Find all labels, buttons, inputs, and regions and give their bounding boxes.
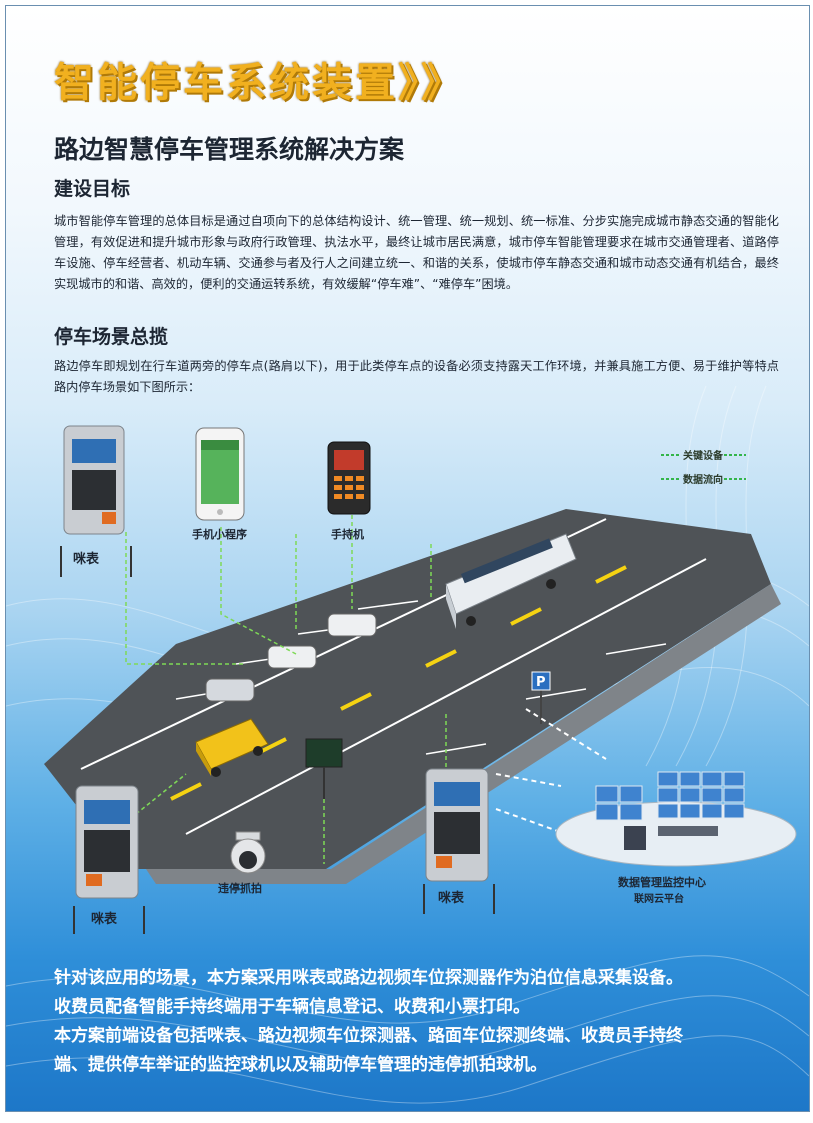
label-center: 数据管理监控中心: [618, 875, 706, 889]
label-meter-top: 咪表: [73, 551, 100, 567]
data-flow-arrows: [495, 708, 607, 835]
label-app: 手机小程序: [192, 527, 247, 541]
summary-line: 本方案前端设备包括咪表、路边视频车位探测器、路面车位探测终端、收费员手持终: [54, 1026, 683, 1046]
label-handheld: 手持机: [331, 527, 364, 541]
summary-line: 收费员配备智能手持终端用于车辆信息登记、收费和小票打印。: [54, 997, 530, 1017]
parking-scene-diagram: P: [44, 425, 797, 934]
monitoring-center-icon: [555, 771, 797, 867]
handheld-terminal-icon: [327, 441, 371, 515]
svg-text:P: P: [536, 675, 546, 690]
parking-meter-left: [73, 785, 145, 934]
label-meter-right: 咪表: [438, 890, 465, 906]
parking-meter-right: [423, 768, 495, 914]
section-paragraph-overview: 路边停车即规划在行车道两旁的停车点(路肩以下)，用于此类停车点的设备必须支持露天…: [54, 359, 779, 394]
roadside-display: [305, 738, 343, 799]
label-camera: 违停抓拍: [218, 881, 262, 895]
summary-text: 针对该应用的场景，本方案采用咪表或路边视频车位探测器作为泊位信息采集设备。 收费…: [54, 964, 804, 1080]
section-paragraph-goals: 城市智能停车管理的总体目标是通过自项向下的总体结构设计、统一管理、统一规划、统一…: [54, 214, 779, 291]
road-surface: [44, 509, 771, 869]
legend-item-dataflow: 数据流向: [683, 473, 723, 486]
label-meter-left: 咪表: [91, 911, 118, 927]
bus: [445, 533, 577, 629]
phone-icon: [195, 427, 245, 521]
summary-line: 针对该应用的场景，本方案采用咪表或路边视频车位探测器作为泊位信息采集设备。: [54, 968, 683, 988]
dome-camera-icon: [230, 831, 266, 874]
ambulance: [195, 718, 269, 777]
sub-title: 路边智慧停车管理系统解决方案: [54, 135, 405, 164]
parked-cars: [205, 613, 377, 702]
parking-meter-top: [60, 425, 132, 577]
section-heading-overview: 停车场景总揽: [54, 326, 169, 348]
brochure-page: 智能停车系统装置》》 路边智慧停车管理系统解决方案 建设目标 城市智能停车管理的…: [5, 5, 810, 1112]
data-flow-lines: [125, 494, 447, 864]
section-heading-goals: 建设目标: [54, 178, 131, 200]
parking-sign: P: [531, 671, 551, 724]
summary-line: 端、提供停车举证的监控球机以及辅助停车管理的违停抓拍球机。: [54, 1055, 547, 1075]
label-cloud: 联网云平台: [634, 892, 684, 905]
main-title: 智能停车系统装置》》: [54, 60, 464, 106]
legend-item-device: 关键设备: [683, 449, 724, 462]
legend: [661, 454, 746, 480]
